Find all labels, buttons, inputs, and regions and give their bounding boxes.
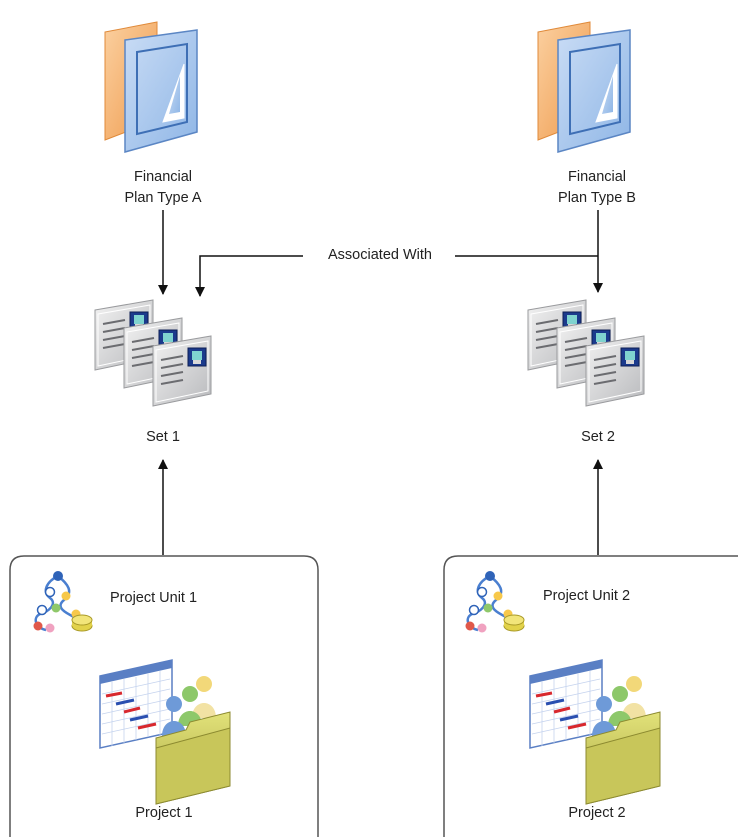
financial-plan-type-b: Financial Plan Type B — [537, 21, 636, 206]
project-1-label: Project 1 — [135, 805, 192, 821]
project-unit-1-box: Project Unit 1 Project 1 — [9, 555, 319, 837]
project-unit-2-label: Project Unit 2 — [543, 588, 630, 604]
set-1: Set 1 — [94, 299, 212, 445]
document-stack-icon — [527, 299, 645, 407]
project-icon — [528, 658, 662, 806]
association-label-bg — [303, 240, 455, 270]
project-unit-2-box: Project Unit 2 Project 2 — [443, 555, 738, 837]
set-1-label: Set 1 — [146, 429, 180, 445]
financial-plan-icon — [104, 21, 198, 153]
association-label: Associated With — [328, 247, 432, 263]
plan-b-label-line2: Plan Type B — [558, 190, 636, 206]
project-2-label: Project 2 — [568, 805, 625, 821]
set-2-label: Set 2 — [581, 429, 615, 445]
document-stack-icon — [94, 299, 212, 407]
plan-a-label-line1: Financial — [134, 169, 192, 185]
plan-a-label-line2: Plan Type A — [124, 190, 201, 206]
connector-associated-with — [195, 255, 598, 297]
set-2: Set 2 — [527, 299, 645, 445]
project-unit-1-label: Project Unit 1 — [110, 590, 197, 606]
financial-plan-type-a: Financial Plan Type A — [104, 21, 202, 206]
financial-plan-icon — [537, 21, 631, 153]
plan-b-label-line1: Financial — [568, 169, 626, 185]
